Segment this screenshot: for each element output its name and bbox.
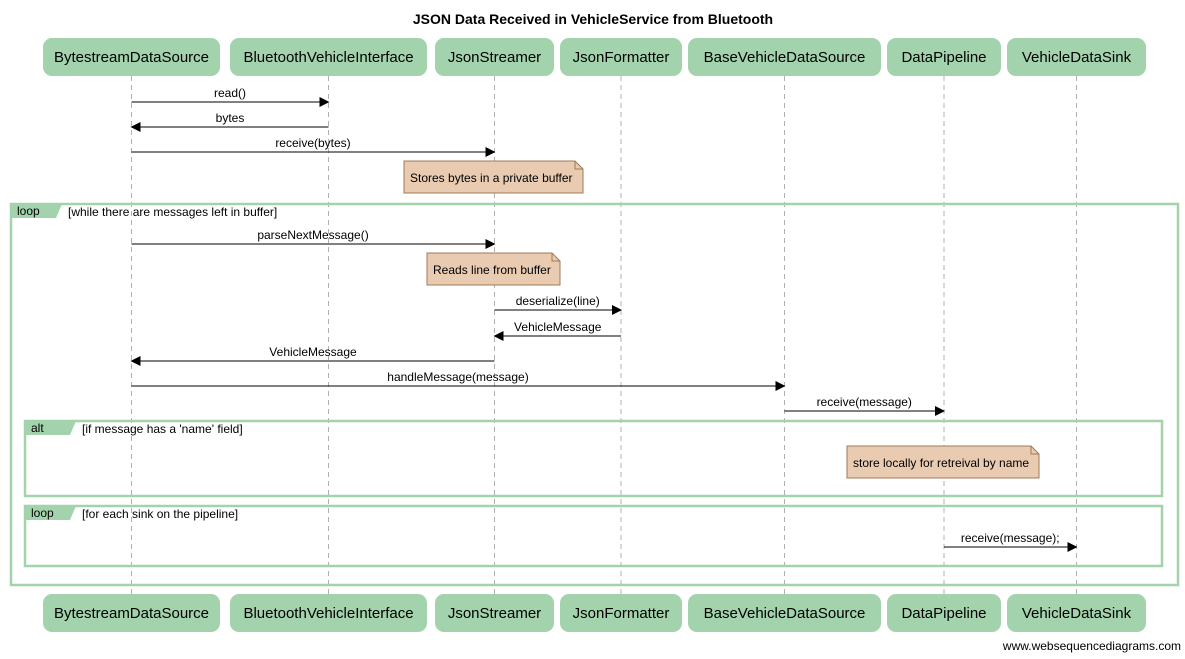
participant-label: DataPipeline (901, 605, 986, 622)
fragment-loop-2: loop [for each sink on the pipeline] (23, 504, 1164, 568)
fragment-tab (25, 506, 76, 520)
fragment-kind: loop (17, 204, 40, 218)
participant-bds-top: BytestreamDataSource (43, 38, 220, 76)
participant-box (688, 594, 881, 632)
note-fold (1030, 446, 1039, 455)
participant-box (230, 594, 427, 632)
fragment-loop-0: loop [while there are messages left in bu… (9, 202, 1180, 587)
participant-label: BaseVehicleDataSource (704, 49, 866, 66)
participant-label: BluetoothVehicleInterface (243, 49, 413, 66)
participant-label: BytestreamDataSource (54, 49, 209, 66)
message-label: bytes (216, 111, 245, 125)
participant-label: BaseVehicleDataSource (704, 605, 866, 622)
message-2: receive(bytes) (131, 136, 496, 157)
participants-top: BytestreamDataSource BluetoothVehicleInte… (43, 38, 1146, 76)
message-label: deserialize(line) (516, 294, 600, 308)
note-0: Stores bytes in a private buffer (403, 160, 584, 194)
participant-bds-bottom: BytestreamDataSource (43, 594, 220, 632)
participant-dp-bottom: DataPipeline (887, 594, 1001, 632)
messages: read() bytes receive(bytes) parseNextMessag… (130, 86, 1078, 552)
participant-jf-bottom: JsonFormatter (560, 594, 682, 632)
note-text: Stores bytes in a private buffer (410, 171, 573, 185)
fragment-frame (23, 504, 1164, 568)
participant-vds-top: VehicleDataSink (1007, 38, 1146, 76)
participant-dp-top: DataPipeline (887, 38, 1001, 76)
participant-label: JsonFormatter (573, 605, 670, 622)
fragment-tab (25, 421, 76, 435)
participant-vds-bottom: VehicleDataSink (1007, 594, 1146, 632)
fragment-frame (9, 202, 1180, 587)
fragment-alt-1: alt [if message has a 'name' field] (23, 419, 1164, 498)
message-0: read() (131, 86, 330, 107)
note-box (403, 160, 584, 194)
message-label: VehicleMessage (514, 320, 602, 334)
participant-js-top: JsonStreamer (435, 38, 554, 76)
fragment-condition: [if message has a 'name' field] (82, 422, 243, 436)
participant-box (435, 38, 554, 76)
note-text: Reads line from buffer (433, 263, 551, 277)
participant-box (887, 38, 1001, 76)
participant-label: VehicleDataSink (1022, 49, 1132, 66)
message-8: receive(message) (784, 395, 945, 416)
message-label: receive(bytes) (275, 136, 350, 150)
fragment-kind: loop (31, 506, 54, 520)
message-label: receive(message) (817, 395, 912, 409)
fragment-frame (23, 419, 1164, 498)
message-1: bytes (130, 111, 329, 132)
participant-label: DataPipeline (901, 49, 986, 66)
participant-bvds-bottom: BaseVehicleDataSource (688, 594, 881, 632)
message-9: receive(message); (944, 531, 1078, 552)
participant-js-bottom: JsonStreamer (435, 594, 554, 632)
message-label: parseNextMessage() (257, 228, 368, 242)
participant-box (560, 38, 682, 76)
fragment-frames: loop [while there are messages left in bu… (9, 202, 1180, 587)
participant-label: JsonStreamer (448, 605, 541, 622)
participant-box (43, 594, 220, 632)
fragment-condition: [for each sink on the pipeline] (82, 507, 238, 521)
participant-bvds-top: BaseVehicleDataSource (688, 38, 881, 76)
participant-box (560, 594, 682, 632)
participant-bvi-top: BluetoothVehicleInterface (230, 38, 427, 76)
participant-box (1007, 594, 1146, 632)
note-fold (574, 161, 583, 170)
message-label: receive(message); (961, 531, 1060, 545)
message-3: parseNextMessage() (131, 228, 496, 249)
participant-box (887, 594, 1001, 632)
note-text: store locally for retreival by name (853, 456, 1029, 470)
fragment-tab (11, 204, 62, 218)
message-7: handleMessage(message) (131, 370, 786, 391)
message-4: deserialize(line) (494, 294, 622, 315)
note-box (426, 252, 561, 286)
participant-label: VehicleDataSink (1022, 605, 1132, 622)
fragment-kind: alt (31, 421, 44, 435)
message-6: VehicleMessage (130, 345, 495, 366)
note-box (846, 445, 1040, 479)
participant-bvi-bottom: BluetoothVehicleInterface (230, 594, 427, 632)
participant-box (688, 38, 881, 76)
participant-label: JsonFormatter (573, 49, 670, 66)
participant-jf-top: JsonFormatter (560, 38, 682, 76)
participant-box (435, 594, 554, 632)
note-2: store locally for retreival by name (846, 445, 1040, 479)
participant-box (43, 38, 220, 76)
fragment-condition: [while there are messages left in buffer… (68, 205, 277, 219)
participant-label: JsonStreamer (448, 49, 541, 66)
participant-label: BluetoothVehicleInterface (243, 605, 413, 622)
diagram-title: JSON Data Received in VehicleService fro… (413, 11, 773, 27)
message-5: VehicleMessage (493, 320, 621, 341)
message-label: read() (214, 86, 246, 100)
participant-box (1007, 38, 1146, 76)
note-1: Reads line from buffer (426, 252, 561, 286)
participants-bottom: BytestreamDataSource BluetoothVehicleInte… (43, 594, 1146, 632)
message-label: VehicleMessage (269, 345, 357, 359)
footer-watermark: www.websequencediagrams.com (1002, 639, 1181, 653)
message-label: handleMessage(message) (387, 370, 528, 384)
lifelines (131, 76, 1077, 594)
note-fold (551, 253, 560, 262)
participant-box (230, 38, 427, 76)
participant-label: BytestreamDataSource (54, 605, 209, 622)
